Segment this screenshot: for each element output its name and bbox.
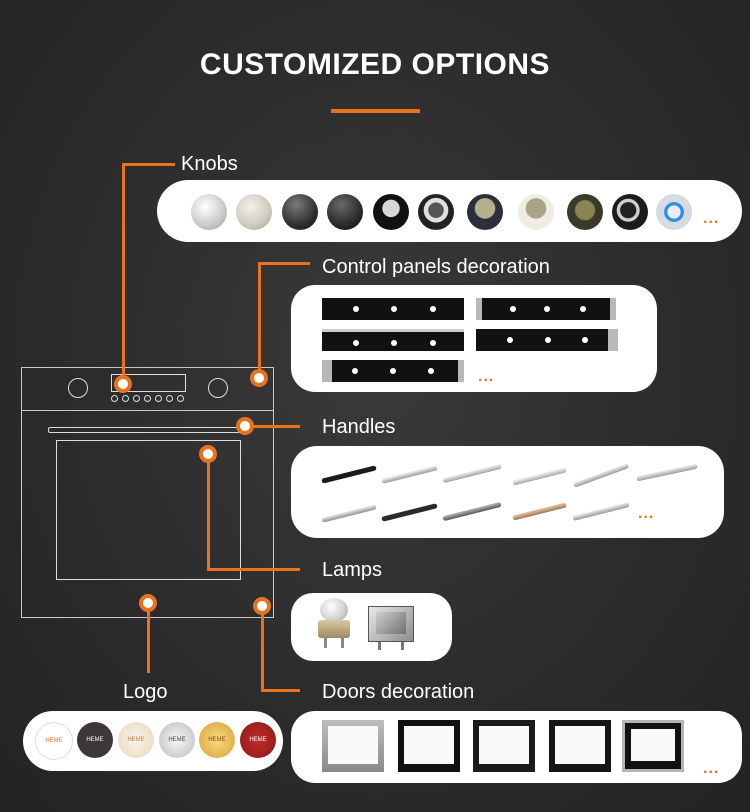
oven-knob-right: [208, 378, 228, 398]
handles-label: Handles: [322, 416, 396, 438]
logo-cream: HEME: [118, 722, 154, 758]
knob-silver-2-icon: [236, 194, 272, 230]
oven-buttons: [111, 395, 191, 402]
knob-brass-cream-icon: [518, 194, 554, 230]
control-panel-silver-1: [476, 298, 616, 320]
connector-panels: [258, 262, 261, 377]
logo-gold: HEME: [199, 722, 235, 758]
knobs-more: ...: [703, 210, 720, 227]
connector-knobs-h: [122, 163, 175, 166]
doors-more: ...: [703, 760, 720, 777]
lamp-square-icon: [368, 606, 414, 650]
oven-handle: [48, 427, 250, 433]
marker-panels: [250, 369, 268, 387]
connector-lamps-h: [207, 568, 300, 571]
doors-label: Doors decoration: [322, 681, 475, 703]
knob-blue-led-icon: [656, 194, 692, 230]
oven-window: [56, 440, 241, 580]
lamp-round-icon: [314, 598, 354, 650]
door-silver-frame: [322, 720, 384, 772]
oven-divider: [22, 410, 273, 411]
logo-white: HEME: [35, 722, 73, 760]
handles-panel: [291, 446, 724, 538]
control-panels-more: ...: [478, 368, 495, 385]
knob-silver-1-icon: [191, 194, 227, 230]
door-black-frame: [398, 720, 460, 772]
page-title: CUSTOMIZED OPTIONS: [199, 48, 551, 81]
logo-red: HEME: [240, 722, 276, 758]
control-panel-black-1: [322, 298, 464, 320]
connector-logo: [147, 603, 150, 673]
knob-brass-cross-icon: [467, 194, 503, 230]
knob-black-ring-icon: [373, 194, 409, 230]
control-panel-black-2: [322, 329, 464, 351]
lamps-label: Lamps: [322, 559, 383, 581]
marker-knobs: [114, 375, 132, 393]
knob-black-chrome-icon: [612, 194, 648, 230]
logo-silver: HEME: [159, 722, 195, 758]
logo-dark: HEME: [77, 722, 113, 758]
marker-handles: [236, 417, 254, 435]
connector-doors-h: [261, 689, 300, 692]
knob-chrome-ring-icon: [418, 194, 454, 230]
control-panels-label: Control panels decoration: [322, 256, 550, 278]
marker-logo: [139, 594, 157, 612]
connector-lamps: [207, 452, 210, 570]
knob-dark-1-icon: [282, 194, 318, 230]
connector-panels-h: [258, 262, 310, 265]
knobs-label: Knobs: [181, 153, 238, 175]
oven-display: [111, 374, 186, 392]
knob-bronze-icon: [567, 194, 603, 230]
handles-more: ...: [638, 505, 655, 522]
control-panel-silver-3: [322, 360, 464, 382]
oven-illustration: [21, 367, 274, 618]
door-black-frame-2: [473, 720, 535, 772]
connector-doors: [261, 605, 264, 691]
marker-lamps: [199, 445, 217, 463]
marker-doors: [253, 597, 271, 615]
connector-knobs: [122, 163, 125, 380]
oven-knob-left: [68, 378, 88, 398]
knob-dark-2-icon: [327, 194, 363, 230]
logo-label: Logo: [123, 681, 168, 703]
connector-handles: [244, 425, 300, 428]
title-underline: [331, 109, 420, 113]
door-black-frame-3: [549, 720, 611, 772]
control-panel-silver-2: [476, 329, 618, 351]
door-silver-black-frame: [622, 720, 684, 772]
